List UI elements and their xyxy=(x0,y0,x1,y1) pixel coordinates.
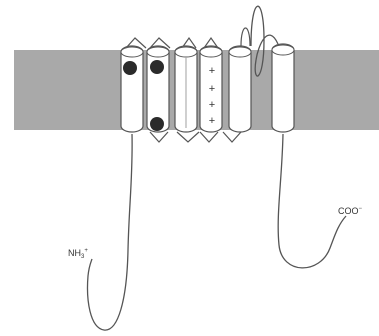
residue-dot xyxy=(150,117,164,131)
helix-s5 xyxy=(229,46,251,132)
helix-s6 xyxy=(272,44,294,132)
c-terminal-tail xyxy=(278,134,346,268)
n-terminus-label: NH3+ xyxy=(68,248,88,260)
charge-plus: + xyxy=(209,65,215,77)
residue-dot xyxy=(123,61,137,75)
intracellular-loops xyxy=(150,132,241,142)
extracellular-loops xyxy=(126,28,250,48)
charge-plus: + xyxy=(209,115,215,127)
c-terminus-label: COO− xyxy=(338,206,362,216)
helix-s3 xyxy=(175,46,197,132)
n-terminal-tail xyxy=(88,134,133,330)
charge-plus: + xyxy=(209,99,215,111)
charge-plus: + xyxy=(209,83,215,95)
residue-dot xyxy=(150,60,164,74)
helix-s1 xyxy=(121,46,143,132)
